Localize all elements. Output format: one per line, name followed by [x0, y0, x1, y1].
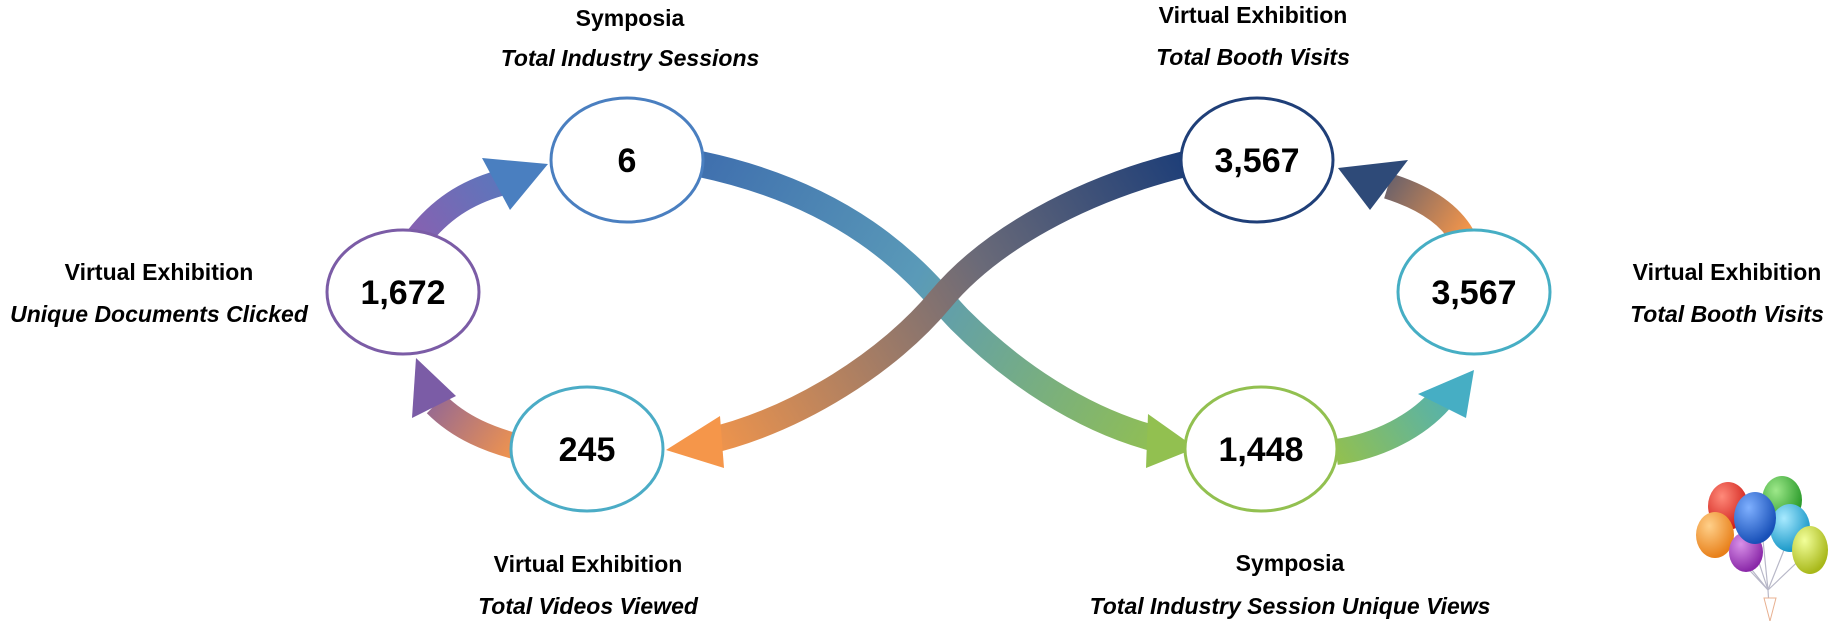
node-videos-viewed: 245: [509, 385, 665, 513]
label-unique-views: Symposia Total Industry Session Unique V…: [1090, 550, 1491, 619]
arrow-booth-visits-to-videos: [666, 151, 1189, 468]
label-title: Symposia: [1236, 550, 1345, 576]
label-title: Virtual Exhibition: [494, 551, 683, 577]
node-value: 245: [559, 431, 616, 469]
label-booth-visits-top: Virtual Exhibition Total Booth Visits: [1156, 2, 1350, 70]
label-title: Virtual Exhibition: [1633, 259, 1822, 285]
balloons-icon: [1696, 476, 1828, 621]
arrow-videos-to-documents: [412, 358, 526, 461]
label-documents-clicked: Virtual Exhibition Unique Documents Clic…: [10, 259, 309, 327]
label-booth-visits-right: Virtual Exhibition Total Booth Visits: [1630, 259, 1824, 327]
label-subtitle: Total Booth Visits: [1156, 44, 1350, 70]
label-title: Virtual Exhibition: [1159, 2, 1348, 28]
arrow-unique-views-to-booth-right: [1333, 370, 1474, 465]
node-symposia-sessions: 6: [549, 96, 705, 224]
label-title: Virtual Exhibition: [65, 259, 254, 285]
node-booth-visits-top: 3,567: [1179, 96, 1335, 224]
node-unique-views: 1,448: [1183, 385, 1339, 513]
arrow-symposia-to-unique-views: [697, 151, 1196, 468]
label-subtitle: Total Industry Session Unique Views: [1090, 593, 1491, 619]
arrow-booth-right-to-booth-top: [1338, 160, 1474, 244]
node-value: 1,672: [360, 274, 445, 312]
label-subtitle: Total Videos Viewed: [478, 593, 699, 619]
label-subtitle: Total Industry Sessions: [501, 45, 760, 71]
label-symposia-sessions: Symposia Total Industry Sessions: [501, 5, 760, 71]
label-title: Symposia: [576, 5, 685, 31]
arrow-documents-to-sessions: [407, 158, 548, 247]
node-value: 1,448: [1218, 431, 1303, 469]
node-booth-visits-right: 3,567: [1396, 228, 1552, 356]
label-videos-viewed: Virtual Exhibition Total Videos Viewed: [478, 551, 699, 619]
node-value: 6: [618, 142, 637, 180]
node-value: 3,567: [1431, 274, 1516, 312]
label-subtitle: Unique Documents Clicked: [10, 301, 309, 327]
node-value: 3,567: [1214, 142, 1299, 180]
label-subtitle: Total Booth Visits: [1630, 301, 1824, 327]
node-documents-clicked: 1,672: [325, 228, 481, 356]
